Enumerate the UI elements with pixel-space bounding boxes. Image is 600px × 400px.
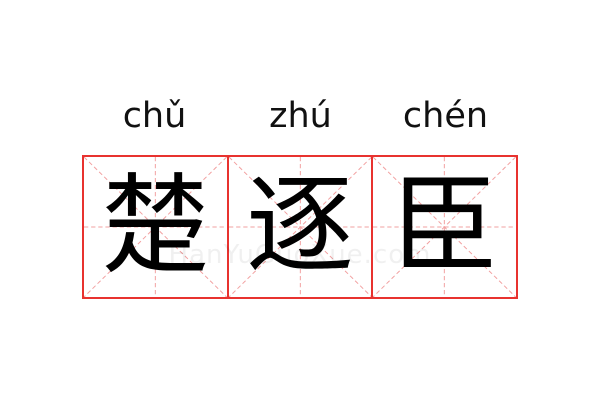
character-cell-2: 逐 [228, 157, 374, 297]
character-3: 臣 [390, 164, 499, 289]
pinyin-2: zhú [269, 96, 332, 136]
character-2: 逐 [246, 164, 355, 289]
character-1: 楚 [101, 164, 210, 289]
guide-lines [373, 157, 517, 297]
guide-lines [84, 157, 227, 297]
character-grid: 楚 逐 臣 [82, 155, 518, 299]
watermark: HanYuGuoXue.com [168, 240, 432, 270]
character-cell-1: 楚 [84, 157, 229, 297]
pinyin-1: chǔ [122, 96, 187, 136]
character-cell-3: 臣 [373, 157, 517, 297]
pinyin-3: chén [402, 96, 489, 136]
guide-lines [228, 157, 372, 297]
